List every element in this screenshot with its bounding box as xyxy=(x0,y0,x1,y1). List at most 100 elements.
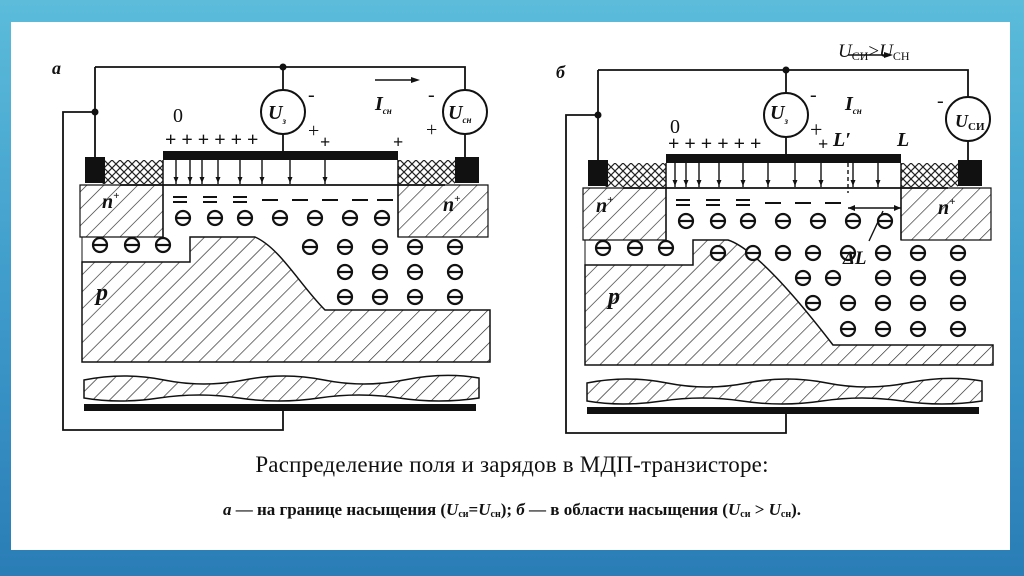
caption-mid: ); xyxy=(500,500,517,519)
gate-charges: + + + + + + xyxy=(165,129,258,151)
diagram-a-labels: а 0 + + + + + + Uз Uсн Iсн - - + + + + n… xyxy=(52,58,471,306)
p-substrate-label: p xyxy=(606,284,620,310)
source-oxide xyxy=(100,160,163,184)
n-symbol: n xyxy=(596,195,607,217)
caption-gt: > xyxy=(750,500,769,519)
drain-voltage-label: Uсн xyxy=(448,102,471,125)
current-label: Iсн xyxy=(844,93,862,116)
gate-voltage-source-icon xyxy=(763,92,809,138)
l-label: L xyxy=(896,129,909,151)
drain-voltage-label: UСИ xyxy=(955,111,985,133)
charge-plus: + xyxy=(818,134,828,154)
charge-plus: + xyxy=(320,132,330,152)
wire-junction xyxy=(279,63,287,71)
gate-voltage-sub: з xyxy=(281,116,286,126)
field-arrowhead xyxy=(696,180,702,186)
field-arrowhead xyxy=(287,177,293,183)
delta-l-label: ΔL xyxy=(842,248,867,269)
field-arrowhead xyxy=(322,177,328,183)
drain-voltage-source-icon xyxy=(442,89,488,135)
current-label: Iсн xyxy=(374,93,392,116)
current-sub: сн xyxy=(853,106,862,116)
diagram-b-labels: б UСИ>UСН 0 + + + + + + Uз UСИ Iсн - - +… xyxy=(556,41,985,310)
drain-voltage-sub: сн xyxy=(462,115,471,125)
source-n-plus-region xyxy=(79,184,164,238)
current-arrowhead xyxy=(884,52,893,58)
field-arrowhead xyxy=(237,177,243,183)
drain-oxide xyxy=(398,160,455,184)
gate-minus: - xyxy=(308,84,315,106)
saturation-condition: UСИ>UСН xyxy=(838,41,910,63)
n-sup: + xyxy=(113,190,119,202)
caption-sub-sn: сн xyxy=(490,509,501,520)
diagram-a xyxy=(62,63,491,431)
gate-plus: + xyxy=(308,120,319,142)
p-substrate-region xyxy=(81,236,491,363)
field-arrowhead xyxy=(187,177,193,183)
gate-voltage-label: Uз xyxy=(770,102,788,126)
caption-a-text: — на границе насыщения ( xyxy=(231,500,447,519)
field-arrowhead xyxy=(792,180,798,186)
drain-voltage-symbol: U xyxy=(448,102,464,124)
zero-label: 0 xyxy=(670,116,680,138)
gate-voltage-symbol: U xyxy=(268,102,284,124)
cond-s2: СН xyxy=(893,49,910,63)
field-arrowhead xyxy=(818,180,824,186)
drain-contact xyxy=(455,157,479,183)
n-sup: + xyxy=(949,196,955,208)
substrate-electrode xyxy=(587,407,979,414)
source-contact xyxy=(588,160,608,186)
caption-u: U xyxy=(768,500,781,519)
gate-voltage-sub: з xyxy=(783,116,788,126)
caption-b-text: — в области насыщения ( xyxy=(524,500,728,519)
field-arrowhead xyxy=(716,180,722,186)
drain-voltage-sub: СИ xyxy=(968,121,985,133)
caption-b-letter: б xyxy=(516,500,525,519)
gate-electrode xyxy=(163,151,398,160)
wire-junction xyxy=(91,108,99,116)
current-symbol: I xyxy=(844,93,854,115)
substrate-band xyxy=(586,377,983,405)
field-arrowhead xyxy=(672,180,678,186)
drain-n-plus: n+ xyxy=(938,196,955,219)
source-n-plus: n+ xyxy=(102,190,119,213)
caption-u: U xyxy=(446,500,459,519)
field-arrowhead xyxy=(850,180,856,186)
current-sub: сн xyxy=(383,106,392,116)
drain-minus: - xyxy=(937,90,944,112)
n-sup: + xyxy=(454,193,460,205)
cond-u1: U xyxy=(838,41,853,62)
drain-n-plus: n+ xyxy=(443,193,460,216)
zero-label: 0 xyxy=(173,105,183,127)
n-sup: + xyxy=(607,194,613,206)
cond-op: > xyxy=(868,41,879,62)
gate-voltage-label: Uз xyxy=(268,102,286,126)
current-arrowhead xyxy=(411,77,420,83)
field-arrowhead xyxy=(173,177,179,183)
p-substrate-region xyxy=(584,239,994,366)
drain-voltage-symbol: U xyxy=(955,111,969,131)
drain-plus: + xyxy=(426,119,437,141)
caption-description: а — на границе насыщения (Uси=Uсн); б — … xyxy=(0,500,1024,520)
field-arrowhead xyxy=(199,177,205,183)
caption-sub-si: си xyxy=(458,509,469,520)
gate-charges: + + + + + + xyxy=(668,133,761,155)
substrate-electrode xyxy=(84,404,476,411)
drain-oxide xyxy=(901,163,958,187)
cond-u2: U xyxy=(879,41,894,62)
caption-end: ). xyxy=(791,500,802,519)
caption-eq: = xyxy=(468,500,479,519)
wire-junction xyxy=(782,66,790,74)
caption-sub-sn: сн xyxy=(780,509,792,520)
caption-sub-si: си xyxy=(740,509,751,520)
field-arrowhead xyxy=(683,180,689,186)
cond-s1: СИ xyxy=(852,49,869,63)
n-symbol: n xyxy=(443,194,454,216)
diagram-b xyxy=(565,52,994,434)
field-arrowhead xyxy=(740,180,746,186)
caption-u: U xyxy=(478,500,491,519)
gate-plus: + xyxy=(810,117,822,142)
caption-u: U xyxy=(727,500,741,519)
n-symbol: n xyxy=(102,191,113,213)
